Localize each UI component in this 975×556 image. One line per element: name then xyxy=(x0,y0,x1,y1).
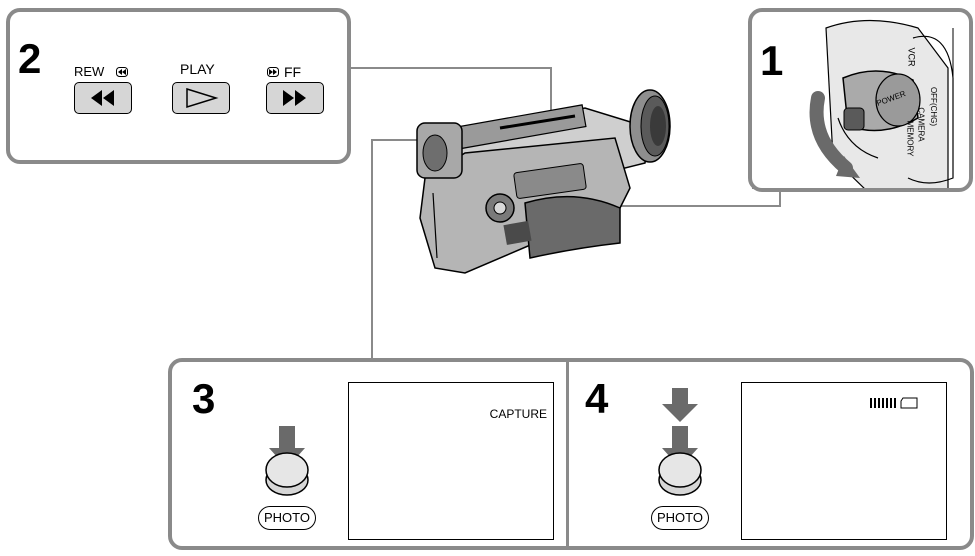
switch-label-camera: CAMERA xyxy=(916,107,926,142)
steps-3-4-panel: 3 PHOTO CAPTURE 4 PHOTO xyxy=(168,358,974,550)
press-arrow-icon-top xyxy=(662,388,698,422)
step-1-panel: 1 VCR OFF(CHG) CAMERA MEMORY POWER xyxy=(748,8,973,192)
panel-divider xyxy=(566,362,569,546)
switch-label-vcr: VCR xyxy=(906,47,917,67)
play-button[interactable] xyxy=(172,82,230,114)
step-4-screen xyxy=(741,382,947,540)
recording-progress-icon xyxy=(870,398,896,408)
step-3-number: 3 xyxy=(192,375,216,422)
photo-button-label-step4[interactable]: PHOTO xyxy=(651,506,709,530)
step-1-number: 1 xyxy=(760,37,784,84)
memory-stick-icon xyxy=(900,397,918,409)
ff-label: FF xyxy=(284,64,302,80)
ff-mini-icon xyxy=(267,67,279,77)
ff-button[interactable] xyxy=(266,82,324,114)
photo-button-icon xyxy=(265,452,309,496)
play-label: PLAY xyxy=(180,61,215,77)
power-switch-illustration xyxy=(809,19,954,188)
fast-forward-icon xyxy=(282,89,306,106)
switch-label-off: OFF(CHG) xyxy=(929,86,939,127)
step-2-number: 2 xyxy=(18,35,42,82)
camcorder-illustration xyxy=(416,89,671,274)
step-2-panel: 2 REW PLAY FF xyxy=(6,8,351,164)
step-4-number: 4 xyxy=(585,375,609,422)
rew-label: REW xyxy=(74,64,105,79)
capture-text: CAPTURE xyxy=(489,407,547,421)
play-icon xyxy=(185,87,219,108)
rewind-icon xyxy=(90,89,114,106)
rew-mini-icon xyxy=(116,67,128,77)
photo-button-icon-step4 xyxy=(658,452,702,496)
photo-button-label[interactable]: PHOTO xyxy=(258,506,316,530)
switch-label-memory: MEMORY xyxy=(905,120,915,157)
step-3-screen: CAPTURE xyxy=(348,382,554,540)
rew-button[interactable] xyxy=(74,82,132,114)
